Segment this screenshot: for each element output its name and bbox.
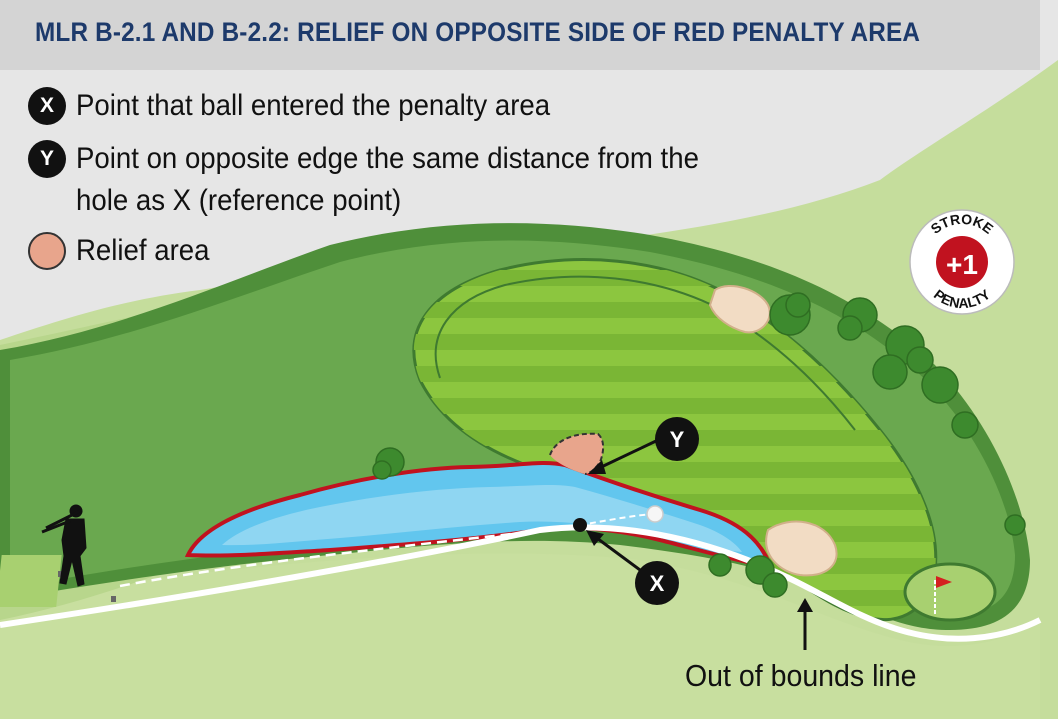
stroke-penalty-inner	[936, 236, 988, 288]
legend-text-x: Point that ball entered the penalty area	[76, 89, 551, 122]
relief-area-legend-icon	[28, 232, 66, 270]
flag-icon	[936, 576, 952, 588]
x-legend-icon: X	[28, 87, 66, 125]
legend-text-y-line2: hole as X (reference point)	[76, 184, 402, 217]
legend-text-y: Point on opposite edge the same distance…	[76, 142, 699, 175]
tee-box	[0, 555, 62, 607]
relief-area	[550, 433, 604, 474]
fairway-outline	[434, 275, 856, 431]
x-entry-point	[573, 518, 587, 532]
bunker-lower	[765, 520, 838, 577]
tee-marker-right	[111, 596, 116, 602]
title-bar	[0, 0, 1040, 70]
legend-item-y: Y Point on opposite edge the same distan…	[28, 140, 753, 224]
lower-rough	[0, 553, 1040, 719]
legend-text-y-wrap: Point on opposite edge the same distance…	[66, 140, 753, 224]
oob-arrowhead	[797, 598, 813, 612]
legend-text-relief: Relief area	[76, 234, 210, 267]
ball-flight-line	[119, 528, 546, 588]
y-pointer-arrowhead	[588, 460, 606, 474]
water-inner	[222, 484, 742, 552]
y-marker-icon	[655, 417, 699, 461]
y-pointer-line	[594, 439, 657, 472]
ball-path-water	[579, 513, 656, 526]
y-marker-label: Y	[670, 427, 685, 452]
page-title: MLR B-2.1 AND B-2.2: RELIEF ON OPPOSITE …	[35, 17, 921, 47]
x-pointer-arrowhead	[586, 530, 604, 546]
stroke-penalty-value: +1	[946, 249, 978, 280]
y-legend-icon: Y	[28, 140, 66, 178]
bunker-upper	[708, 285, 771, 334]
golfer-silhouette	[41, 504, 87, 587]
legend-item-relief: Relief area	[28, 232, 221, 274]
putting-green	[903, 562, 997, 622]
golf-ball	[646, 505, 664, 523]
x-marker-label: X	[650, 571, 665, 596]
legend-item-x: X Point that ball entered the penalty ar…	[28, 87, 591, 129]
tee-marker-left	[58, 571, 63, 577]
x-marker-icon	[635, 561, 679, 605]
oob-label: Out of bounds line	[685, 658, 917, 693]
tree-cluster	[372, 292, 1026, 598]
out-of-bounds-line	[0, 524, 1042, 642]
